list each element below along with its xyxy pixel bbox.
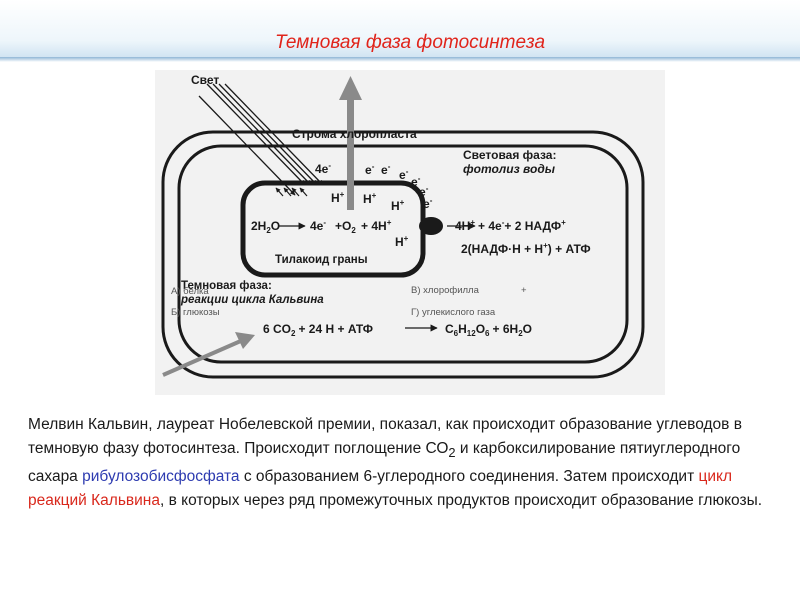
proton-1: H+ <box>331 190 345 205</box>
answer-option-b: Б) глюкозы <box>171 307 220 318</box>
description-text: Мелвин Кальвин, лауреат Нобелевской прем… <box>28 413 788 513</box>
proton-4: H+ <box>395 234 409 249</box>
header-divider <box>0 57 800 62</box>
light-rays <box>198 83 324 196</box>
answer-option-a: А) белка <box>171 286 209 297</box>
answer-option-c-plus: + <box>521 285 527 296</box>
right-eq-line1: 4H++ 4e-+ 2 НАДФ+ <box>455 218 566 233</box>
electron-4: e- <box>411 174 421 189</box>
answer-option-d: Г) углекислого газа <box>411 307 496 318</box>
desc-part-4: , в которых через ряд промежуточных прод… <box>160 492 763 510</box>
desc-part-3: с образованием 6-углеродного соединения.… <box>239 468 699 486</box>
dark-phase-subtitle: реакции цикла Кальвина <box>180 294 324 306</box>
protons-4: + 4H+ <box>361 218 392 233</box>
light-phase-subtitle: фотолиз воды <box>463 162 556 176</box>
diagram-figure: Свет Строма хлоропласта Световая фаза: ф… <box>155 70 665 395</box>
electrons-4: 4e- <box>310 218 326 233</box>
co2-in-arrow <box>162 332 255 377</box>
electron-1: e- <box>365 162 375 177</box>
desc-part-2: и карбоксилирование пятиуглеродного саха… <box>28 440 741 486</box>
electron-6: e- <box>423 196 433 211</box>
proton-2: H+ <box>363 191 377 206</box>
electron-3: e- <box>399 167 409 182</box>
oxygen-out-arrow <box>339 76 362 210</box>
chloroplast-diagram: Свет Строма хлоропласта Световая фаза: ф… <box>161 73 645 379</box>
oxygen-formula: +O2 <box>335 219 356 235</box>
electron-2: e- <box>381 162 391 177</box>
desc-co2-subscript: 2 <box>448 445 456 461</box>
inner-membrane <box>177 144 629 364</box>
header-band <box>0 0 800 58</box>
right-eq-line2: 2(НАДФ·H + H+) + АТФ <box>461 241 591 256</box>
term-calvin-cycle: цикл реакций Кальвина <box>28 468 733 510</box>
top-electrons: 4e- <box>315 161 331 176</box>
light-label: Свет <box>191 73 219 87</box>
dark-phase-title: Темновая фаза: <box>181 280 272 292</box>
slide-title: Темновая фаза фотосинтеза <box>274 32 546 53</box>
stroma-label: Строма хлоропласта <box>292 127 417 141</box>
thylakoid-label: Тилакоид граны <box>275 254 368 266</box>
dark-eq-reactants: 6 CO2+ 24 H + АТФ <box>263 322 373 338</box>
answer-option-c: В) хлорофилла <box>411 285 480 296</box>
outer-membrane <box>161 130 645 379</box>
dark-eq-products: C6H12O6+ 6H2O <box>445 322 532 338</box>
proton-3: H+ <box>391 198 405 213</box>
light-phase-title: Световая фаза: <box>463 148 556 162</box>
photon-arrows <box>275 187 308 197</box>
term-ribulose: рибулозобисфосфата <box>82 468 240 486</box>
water-formula: 2H2O <box>251 219 280 235</box>
electron-5: e- <box>419 184 429 199</box>
atp-synthase <box>419 217 443 235</box>
desc-part-1: Мелвин Кальвин, лауреат Нобелевской прем… <box>28 416 742 457</box>
